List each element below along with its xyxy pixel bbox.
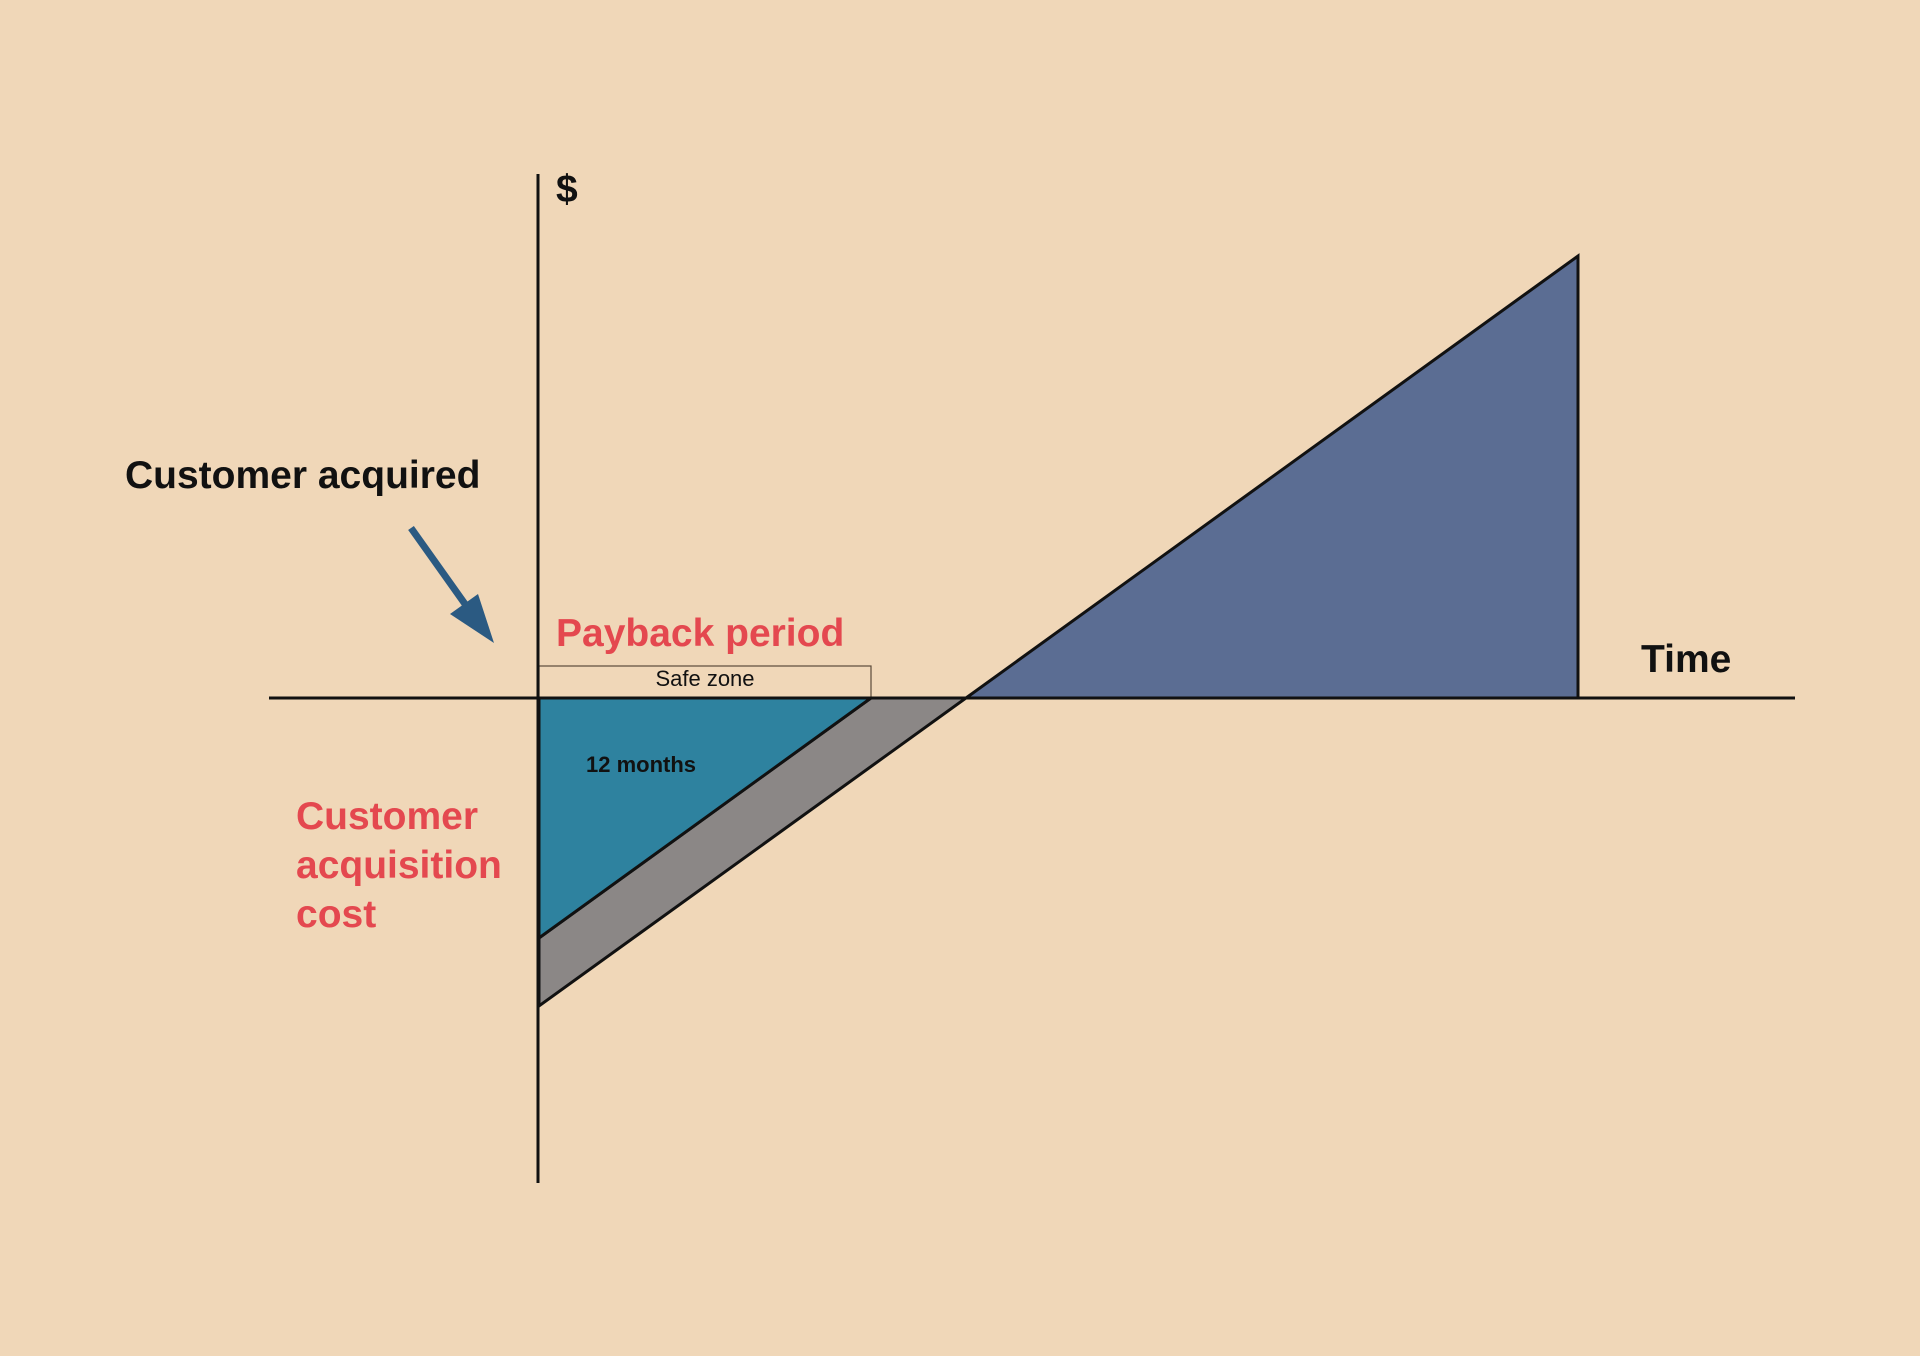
y-axis-label: $ (556, 168, 578, 211)
safe-zone-region (537, 696, 876, 941)
customer-acquired-arrow-icon (408, 525, 494, 643)
payback-period-label: Payback period (556, 612, 845, 655)
customer-acquisition-cost-label: Customer acquisition cost (296, 795, 502, 936)
twelve-months-label: 12 months (586, 752, 697, 777)
safe-zone-label: Safe zone (655, 666, 755, 691)
profit-region (961, 253, 1580, 700)
x-axis-label: Time (1641, 638, 1732, 681)
customer-acquired-label: Customer acquired (125, 454, 481, 497)
